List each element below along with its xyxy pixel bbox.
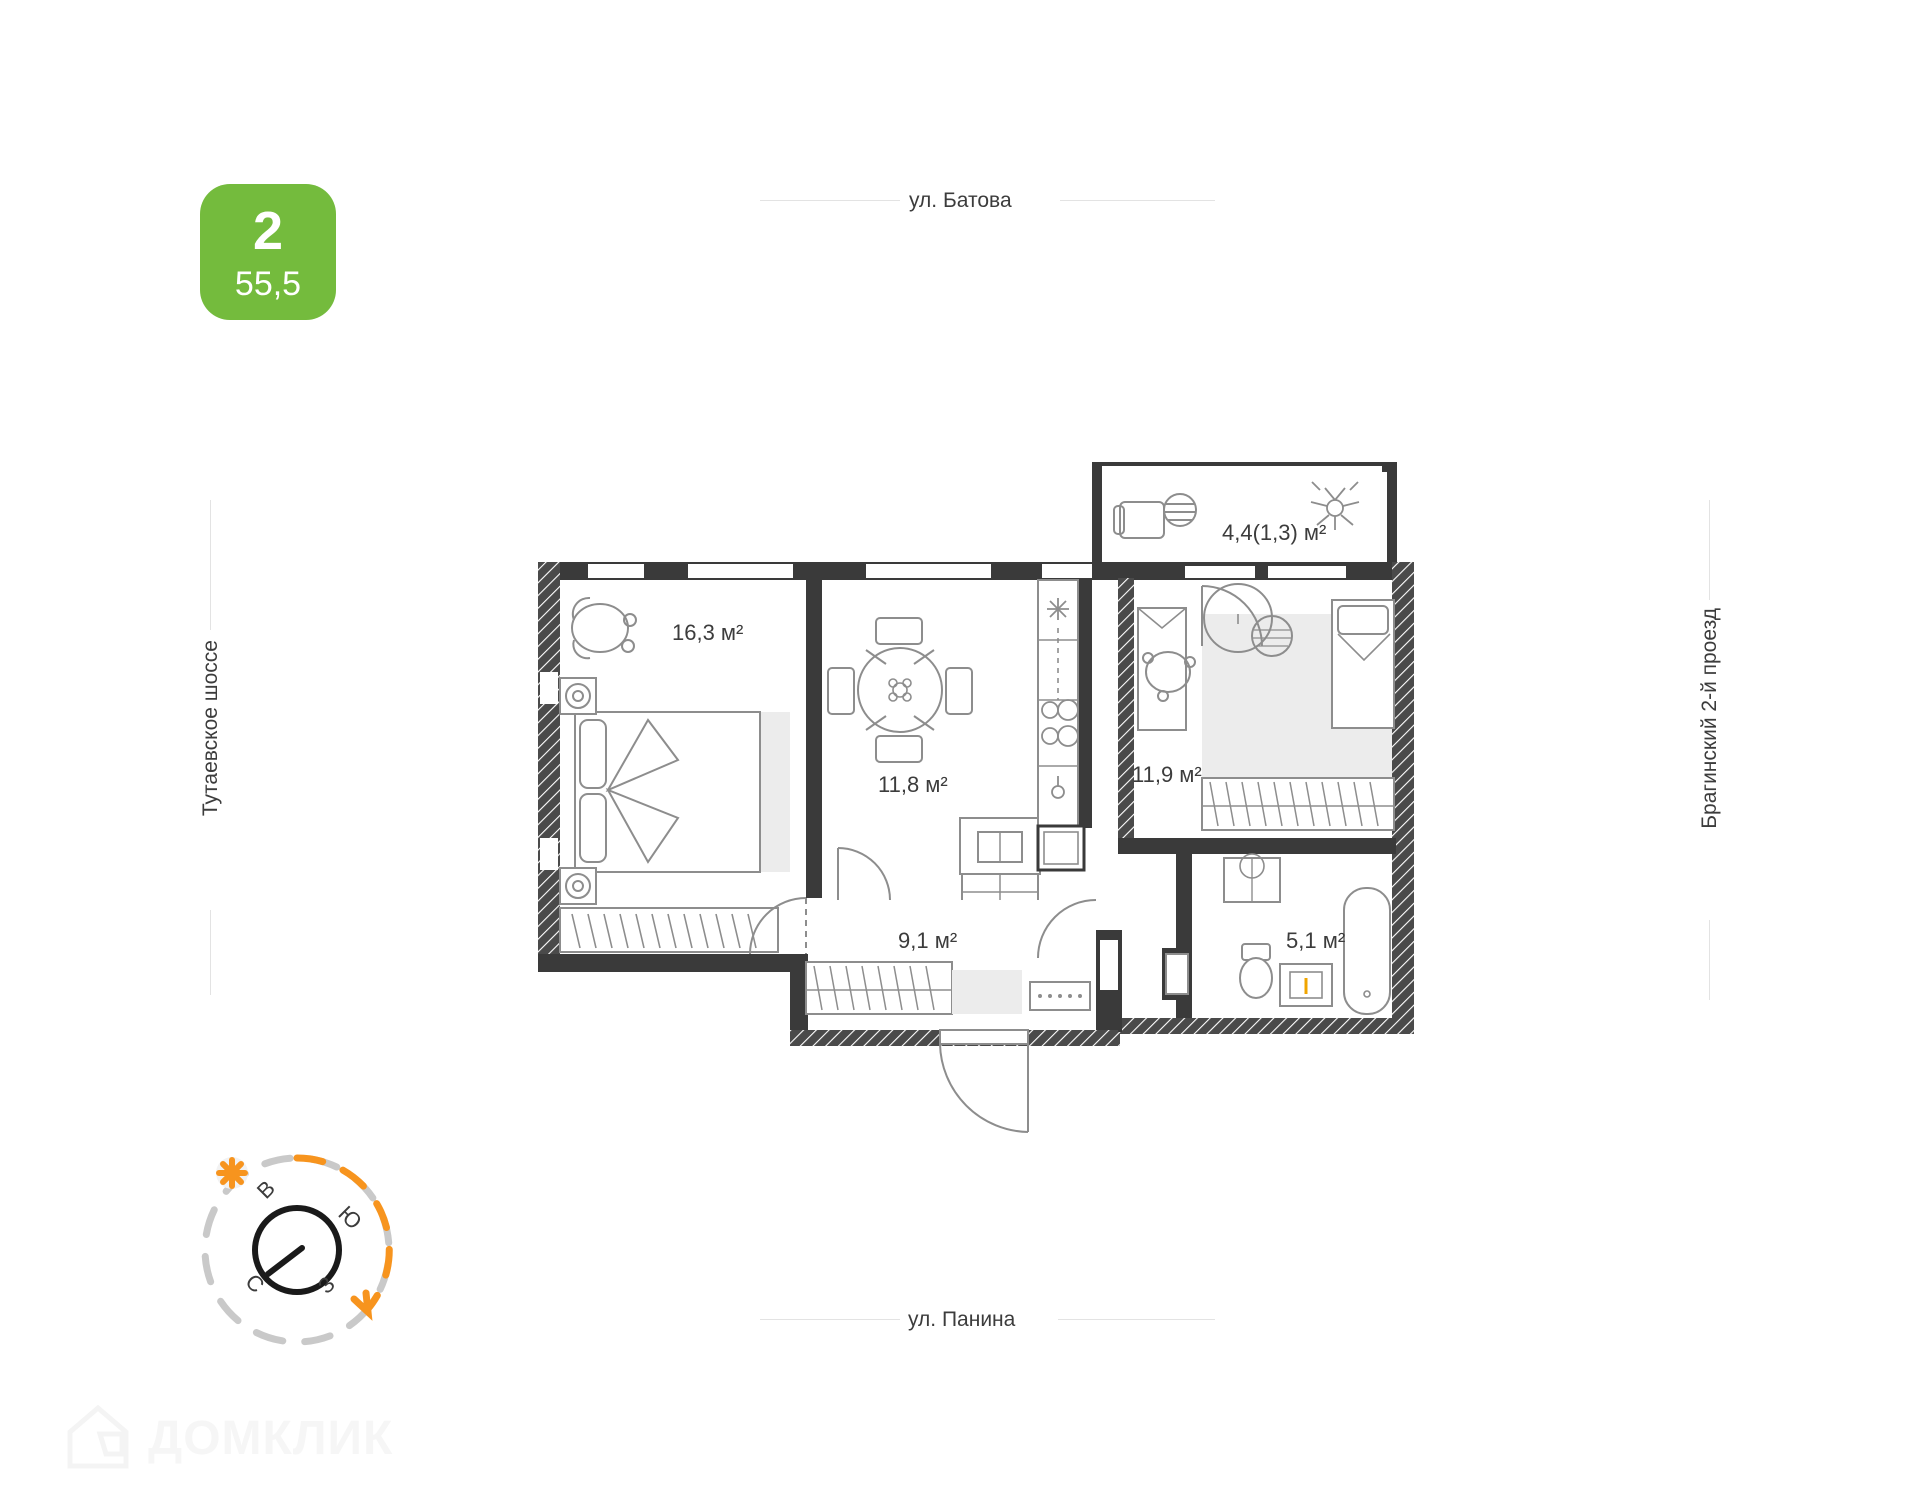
watermark-text: ДОМКЛИК xyxy=(148,1412,393,1465)
room-label-bedroom: 16,3 м² xyxy=(672,620,743,645)
rooms-count-badge: 2 55,5 xyxy=(200,184,336,320)
room-bathroom xyxy=(1162,853,1392,1018)
compass-rose: В Ю С З xyxy=(201,1154,393,1346)
walls xyxy=(538,462,1414,1046)
street-top-rule-left xyxy=(760,200,900,201)
room-label-second-room: 11,9 м² xyxy=(1132,762,1202,787)
street-label-bottom: ул. Панина xyxy=(908,1308,1016,1331)
street-label-top: ул. Батова xyxy=(909,189,1012,212)
room-living-kitchen xyxy=(822,580,1078,911)
kitchen-units xyxy=(1036,579,1086,872)
sun-icon xyxy=(216,1157,248,1189)
room-bedroom xyxy=(559,580,807,955)
room-label-living-kitchen: 11,8 м² xyxy=(878,772,948,797)
arrow-icon xyxy=(350,1289,373,1321)
room-label-bathroom: 5,1 м² xyxy=(1286,928,1345,953)
street-right-rule-top xyxy=(1709,500,1710,600)
rooms-count: 2 xyxy=(252,200,284,261)
compass-dial xyxy=(252,1205,342,1295)
room-label-balcony: 4,4(1,3) м² xyxy=(1222,520,1326,545)
domclick-watermark: ДОМКЛИК xyxy=(67,1404,393,1469)
street-top-rule-right xyxy=(1060,200,1215,201)
house-icon xyxy=(67,1404,129,1469)
room-label-hall: 9,1 м² xyxy=(898,928,957,953)
street-left-rule-top xyxy=(210,500,211,630)
compass-outer-ring-orange xyxy=(293,1154,393,1314)
street-left-rule-bottom xyxy=(210,910,211,995)
room-balcony xyxy=(1102,472,1387,562)
street-right-rule-bottom xyxy=(1709,920,1710,1000)
room-hall xyxy=(805,899,1097,1133)
street-bottom-rule-left xyxy=(760,1319,900,1320)
room-second xyxy=(1134,580,1395,838)
total-area: 55,5 xyxy=(234,264,302,303)
street-bottom-rule-right xyxy=(1058,1319,1215,1320)
compass-needle xyxy=(265,1245,305,1277)
